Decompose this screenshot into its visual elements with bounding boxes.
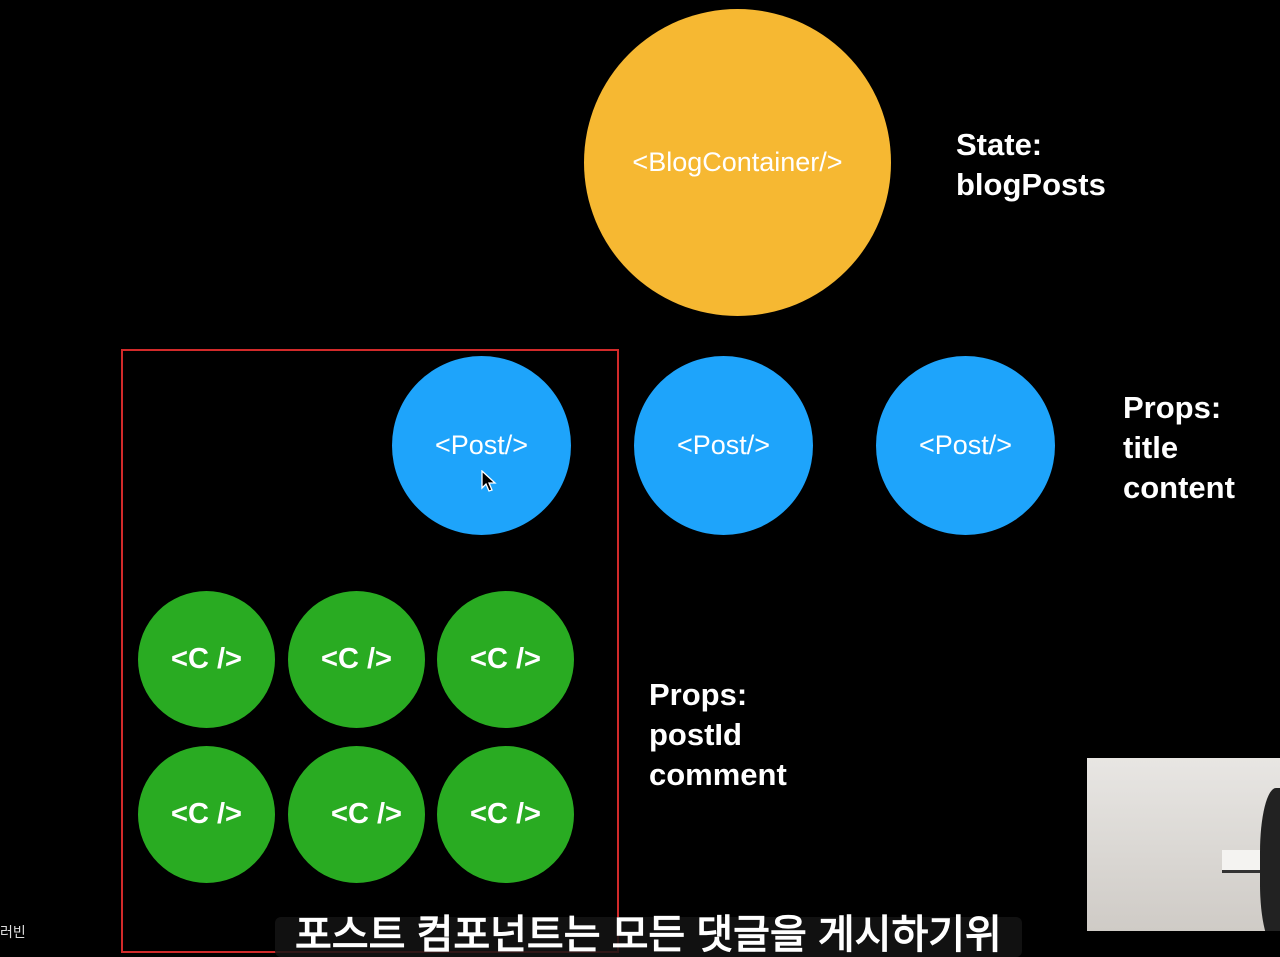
post-node: <Post/>: [392, 356, 571, 535]
node-label: <BlogContainer/>: [632, 147, 843, 177]
mouse-cursor-icon: [481, 470, 497, 492]
comment-node: <C />: [288, 591, 425, 728]
comment-props-label: Props: postId comment: [649, 675, 787, 795]
comment-node: <C />: [138, 591, 275, 728]
comment-node: <C />: [288, 746, 425, 883]
post-node: <Post/>: [634, 356, 813, 535]
node-label: <C />: [321, 643, 392, 675]
props-item: postId: [649, 717, 742, 752]
props-title: Props:: [1123, 390, 1222, 425]
subtitle-caption: 포스트 컴포넌트는 모든 댓글을 게시하기위: [275, 915, 1022, 957]
props-item: content: [1123, 470, 1235, 505]
props-item: comment: [649, 757, 787, 792]
presenter: [1260, 788, 1280, 931]
air-conditioner: [1222, 850, 1267, 873]
node-label: <C />: [331, 798, 402, 830]
node-label: <C />: [470, 798, 541, 830]
post-node: <Post/>: [876, 356, 1055, 535]
comment-node: <C />: [437, 746, 574, 883]
comment-node: <C />: [437, 591, 574, 728]
comment-node: <C />: [138, 746, 275, 883]
webcam-video: [1087, 758, 1280, 931]
corner-text: 러빈: [0, 924, 26, 940]
post-props-label: Props: title content: [1123, 388, 1235, 508]
node-label: <C />: [171, 798, 242, 830]
props-item: title: [1123, 430, 1179, 465]
props-title: Props:: [649, 677, 748, 712]
blog-container-node: <BlogContainer/>: [584, 9, 891, 316]
state-label: State: blogPosts: [956, 125, 1106, 205]
node-label: <Post/>: [918, 430, 1013, 460]
node-label: <Post/>: [434, 430, 529, 460]
state-title: State:: [956, 127, 1043, 162]
state-item: blogPosts: [956, 167, 1106, 202]
node-label: <C />: [171, 643, 242, 675]
node-label: <Post/>: [676, 430, 771, 460]
node-label: <C />: [470, 643, 541, 675]
